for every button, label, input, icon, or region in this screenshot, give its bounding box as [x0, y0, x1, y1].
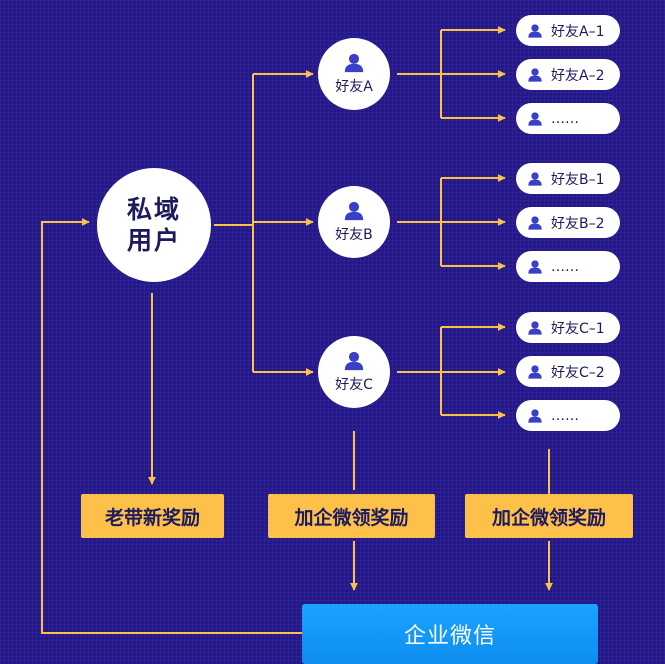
friend-c-node: 好友C: [318, 336, 390, 408]
pill-label: 好友B–1: [551, 171, 605, 188]
friend-c2-pill: 好友C–2: [516, 356, 620, 387]
reward-label: 加企微领奖励: [294, 506, 409, 529]
add-wecom-reward-box-1: 加企微领奖励: [268, 494, 435, 538]
pill-label: 好友A–1: [551, 23, 605, 40]
wecom-label: 企业微信: [403, 624, 496, 649]
wecom-box: 企业微信: [302, 604, 598, 664]
user-icon: [528, 171, 542, 186]
friend-b1-pill: 好友B–1: [516, 163, 620, 194]
add-wecom-reward-box-2: 加企微领奖励: [465, 494, 633, 538]
private-domain-user-node: 私域 用户: [97, 168, 211, 282]
friend-b-label: 好友B: [335, 227, 373, 243]
old-brings-new-reward-box: 老带新奖励: [81, 494, 224, 538]
pill-label: 好友C–1: [551, 320, 605, 337]
user-icon: [528, 215, 542, 230]
user-icon: [344, 351, 364, 371]
user-icon: [344, 53, 364, 73]
friend-a-node: 好友A: [318, 38, 390, 110]
pill-label: 好友B–2: [551, 215, 605, 232]
user-icon: [528, 320, 542, 335]
friend-a1-pill: 好友A–1: [516, 15, 620, 46]
friend-a-label: 好友A: [335, 79, 373, 95]
user-icon: [528, 364, 542, 379]
friend-a-more-pill: ……: [516, 103, 620, 134]
friend-b-node: 好友B: [318, 186, 390, 258]
pill-label: 好友A–2: [551, 67, 605, 84]
user-icon: [344, 201, 364, 221]
pill-label: 好友C–2: [551, 364, 605, 381]
root-label-line1: 私域: [126, 195, 181, 224]
pill-label: ……: [551, 407, 579, 424]
pill-label: ……: [551, 110, 579, 127]
friend-c-more-pill: ……: [516, 400, 620, 431]
user-icon: [528, 111, 542, 126]
root-label-line2: 用户: [126, 226, 181, 255]
friend-c-label: 好友C: [335, 377, 373, 393]
user-icon: [528, 67, 542, 82]
friend-c1-pill: 好友C–1: [516, 312, 620, 343]
friend-b2-pill: 好友B–2: [516, 207, 620, 238]
user-icon: [528, 408, 542, 423]
user-icon: [528, 259, 542, 274]
friend-b-more-pill: ……: [516, 251, 620, 282]
friend-a2-pill: 好友A–2: [516, 59, 620, 90]
pill-label: ……: [551, 258, 579, 275]
reward-label: 加企微领奖励: [491, 506, 606, 529]
user-icon: [528, 23, 542, 38]
reward-label: 老带新奖励: [104, 506, 200, 529]
